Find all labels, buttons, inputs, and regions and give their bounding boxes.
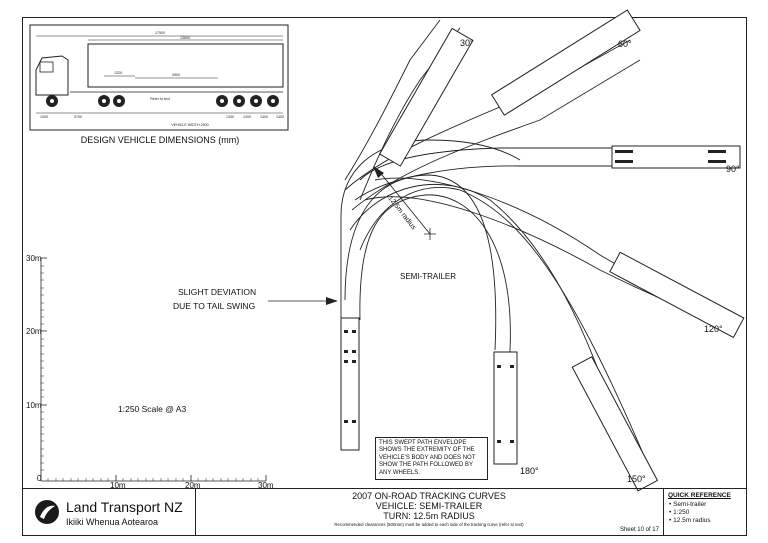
quick-ref-item: • 12.5m radius	[669, 517, 711, 524]
dim-text: 17500	[155, 31, 165, 35]
dim-text: 1320	[114, 71, 122, 75]
angle-label-120: 120°	[704, 324, 723, 334]
envelope-note: THIS SWEPT PATH ENVELOPE SHOWS THE EXTRE…	[375, 437, 488, 481]
path-envelope-180	[359, 194, 511, 460]
path-envelope-120-inner	[364, 196, 736, 331]
radius-line	[377, 169, 431, 235]
dim-text: 1300	[243, 115, 251, 119]
radius-arrow-head	[373, 166, 384, 178]
y-label-10: 10m	[26, 401, 42, 410]
dim-text: 3700	[74, 115, 82, 119]
angle-label-150: 150°	[627, 474, 646, 484]
x-label-10: 10m	[110, 481, 126, 490]
path-envelope-180-inner	[344, 174, 497, 351]
x-label-20: 20m	[185, 481, 201, 490]
tractor-window	[39, 61, 54, 73]
trailer-body	[87, 43, 284, 88]
drawing-sheet	[22, 17, 747, 536]
path-envelope-90-inner	[354, 165, 740, 201]
path-envelope-150-inner	[349, 183, 631, 471]
scale-note: 1:250 Scale @ A3	[118, 404, 187, 414]
dim-text: 13600	[180, 36, 190, 40]
y-label-30: 30m	[26, 254, 42, 263]
vehicle-body-150	[571, 356, 659, 492]
quick-ref-title: QUICK REFERENCE	[668, 492, 731, 499]
dim-text: 1300	[276, 115, 284, 119]
x-label-30: 30m	[258, 481, 274, 490]
axis-ticks	[41, 265, 259, 481]
deviation-arrow-head	[326, 297, 338, 305]
vehicle-body-120	[609, 251, 745, 339]
angle-label-60: 60°	[618, 39, 632, 49]
vehicle-body-60	[490, 9, 641, 116]
logo-subtitle: Ikiiki Whenua Aotearoa	[66, 517, 159, 527]
path-envelope-30	[344, 19, 441, 181]
logo-icon	[35, 500, 59, 524]
refer-note: Refer to text	[150, 97, 170, 101]
axis-major-ticks	[41, 257, 267, 481]
title-line-1: 2007 ON-ROAD TRACKING CURVES	[352, 491, 506, 501]
quick-ref-item: • 1:250	[669, 509, 690, 516]
deviation-label-2: DUE TO TAIL SWING	[173, 301, 256, 311]
angle-label-90: 90°	[726, 164, 740, 174]
clearance-footnote: Recommended clearances (500mm) must be a…	[334, 522, 524, 527]
deviation-label-1: SLIGHT DEVIATION	[178, 287, 257, 297]
vehicle-body-180	[493, 351, 518, 465]
vehicle-body-90	[611, 145, 741, 169]
path-envelope-150	[359, 187, 651, 471]
angle-label-180: 180°	[520, 466, 539, 476]
sheet-number: Sheet 10 of 17	[619, 527, 659, 533]
quick-ref-item: • Semi-trailer	[669, 501, 707, 508]
vehicle-body-30	[378, 27, 474, 167]
quick-reference: QUICK REFERENCE • Semi-trailer • 1:250 •…	[663, 489, 747, 535]
title-block: Land Transport NZ Ikiiki Whenua Aotearoa…	[22, 488, 747, 536]
y-label-20: 20m	[26, 327, 42, 336]
angle-label-30: 30°	[460, 38, 474, 48]
path-envelope-60-inner	[351, 59, 641, 211]
vehicle-width-note: VEHICLE WIDTH 2500	[171, 123, 208, 127]
outer-envelope	[340, 139, 521, 450]
inset-frame	[29, 24, 289, 131]
logo-name: Land Transport NZ	[66, 499, 183, 515]
dim-text: 1000	[40, 115, 48, 119]
title-line-2: VEHICLE: SEMI-TRAILER	[375, 501, 483, 511]
dim-text: 1300	[226, 115, 234, 119]
dim-text: 1300	[260, 115, 268, 119]
vehicle-body-0	[340, 317, 360, 451]
inset-title: DESIGN VEHICLE DIMENSIONS (mm)	[81, 135, 240, 145]
drawing-title: 2007 ON-ROAD TRACKING CURVES VEHICLE: SE…	[195, 489, 664, 535]
y-label-0: 0	[37, 474, 42, 483]
title-line-3: TURN: 12.5m RADIUS	[383, 511, 475, 521]
path-envelope-90	[359, 147, 740, 181]
tractor-cab	[35, 55, 69, 96]
path-envelope-30-inner	[359, 27, 461, 201]
logo-area: Land Transport NZ Ikiiki Whenua Aotearoa	[22, 489, 196, 535]
centre-cross	[424, 228, 436, 240]
center-label: SEMI-TRAILER	[400, 272, 457, 281]
dim-text: 4900	[172, 73, 180, 77]
